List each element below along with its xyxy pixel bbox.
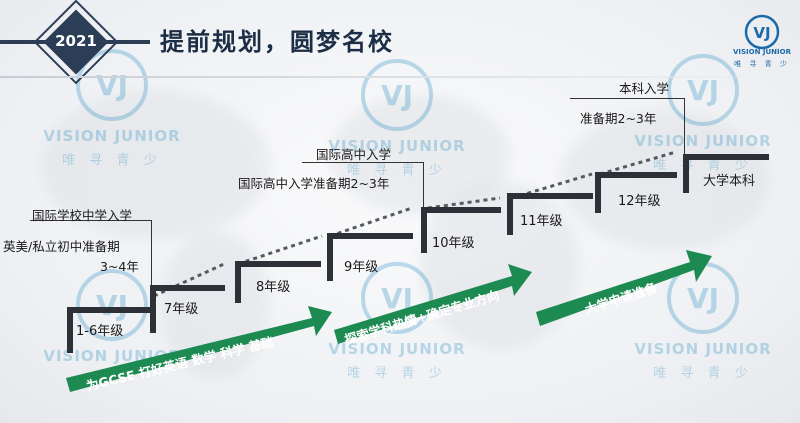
step-g9 [327, 233, 413, 281]
label-intl-high-entry: 国际高中入学 [316, 147, 392, 162]
map-background [40, 90, 270, 240]
svg-text:VJ: VJ [96, 69, 128, 102]
step-connector [237, 234, 323, 266]
label-undergrad-prep: 准备期2~3年 [580, 111, 657, 126]
label-undergrad-entry: 本科入学 [619, 81, 670, 96]
step-connector [153, 262, 225, 298]
arrow-shape-3 [536, 250, 712, 326]
watermark-logo-icon: VJ [76, 49, 148, 121]
step-uni [683, 154, 769, 193]
step-g8 [235, 261, 321, 303]
svg-text:VJ: VJ [687, 282, 719, 315]
label-intl-middle-entry: 国际学校中学入学 [32, 208, 133, 223]
step-connector [599, 150, 677, 176]
year-badge: 2021 [33, 0, 119, 85]
grade-12: 12年级 [618, 194, 661, 209]
header-divider [0, 76, 800, 78]
watermark: VJ VISION JUNIOR 唯 寻 青 少 [312, 258, 482, 398]
watermark-name-en: VISION JUNIOR [328, 340, 466, 358]
svg-text:VJ: VJ [381, 79, 413, 112]
arrow-shape-1 [66, 306, 332, 392]
grade-1-6: 1-6年级 [76, 324, 124, 339]
page-title: 提前规划，圆梦名校 [160, 28, 394, 56]
watermark-name-cn: 唯 寻 青 少 [347, 163, 447, 178]
watermark-name-cn: 唯 寻 青 少 [653, 158, 753, 173]
watermark-name-en: VISION JUNIOR [328, 137, 466, 155]
watermark-logo-icon: VJ [667, 54, 739, 126]
watermark: VJ VISION JUNIOR 唯 寻 青 少 [312, 55, 482, 195]
svg-text:VJ: VJ [96, 289, 128, 322]
svg-text:VJ: VJ [753, 24, 770, 42]
grade-7: 7年级 [164, 302, 199, 317]
watermark-name-cn: 唯 寻 青 少 [653, 366, 753, 381]
brand-name-en: VISION JUNIOR [732, 48, 791, 56]
brand-logo: VJ VISION JUNIOR 唯 寻 青 少 [730, 14, 794, 74]
bracket-undergrad [570, 98, 685, 156]
watermark-name-en: VISION JUNIOR [43, 127, 181, 145]
bracket-intl-middle [30, 220, 152, 290]
watermark: VJ VISION JUNIOR 唯 寻 青 少 [618, 258, 788, 398]
step-connector [511, 172, 593, 200]
watermark-name-cn: 唯 寻 青 少 [62, 153, 162, 168]
label-intl-high-prep: 国际高中入学准备期2~3年 [238, 176, 390, 191]
step-g1-6 [67, 307, 153, 353]
step-g7 [150, 285, 225, 333]
grade-8: 8年级 [256, 280, 291, 295]
svg-text:VJ: VJ [687, 74, 719, 107]
grade-10: 10年级 [432, 236, 475, 251]
grade-university: 大学本科 [703, 174, 756, 189]
grade-9: 9年级 [344, 260, 379, 275]
arrow-shape-2 [334, 264, 532, 344]
step-connector [427, 196, 501, 210]
bracket-intl-high [302, 162, 424, 207]
watermark-name-en: VISION JUNIOR [634, 340, 772, 358]
watermark: VJ VISION JUNIOR 唯 寻 青 少 [618, 50, 788, 190]
grade-11: 11年级 [520, 214, 563, 229]
watermark-name-en: VISION JUNIOR [634, 132, 772, 150]
label-uk-us-prep: 英美/私立初中准备期 [3, 239, 120, 254]
step-g11 [507, 193, 593, 235]
bracket-intl-high-prep [236, 190, 424, 210]
brand-name-cn: 唯 寻 青 少 [734, 60, 790, 68]
step-g12 [595, 172, 677, 213]
watermark: VJ VISION JUNIOR 唯 寻 青 少 [27, 45, 197, 185]
step-connector [329, 206, 413, 238]
label-uk-us-prep-years: 3~4年 [100, 259, 139, 274]
watermark-name-cn: 唯 寻 青 少 [347, 366, 447, 381]
watermark-logo-icon: VJ [76, 269, 148, 341]
step-g10 [421, 207, 501, 253]
brand-logo-icon: VJ [744, 14, 780, 50]
watermark-logo-icon: VJ [361, 59, 433, 131]
year-text: 2021 [55, 32, 97, 50]
